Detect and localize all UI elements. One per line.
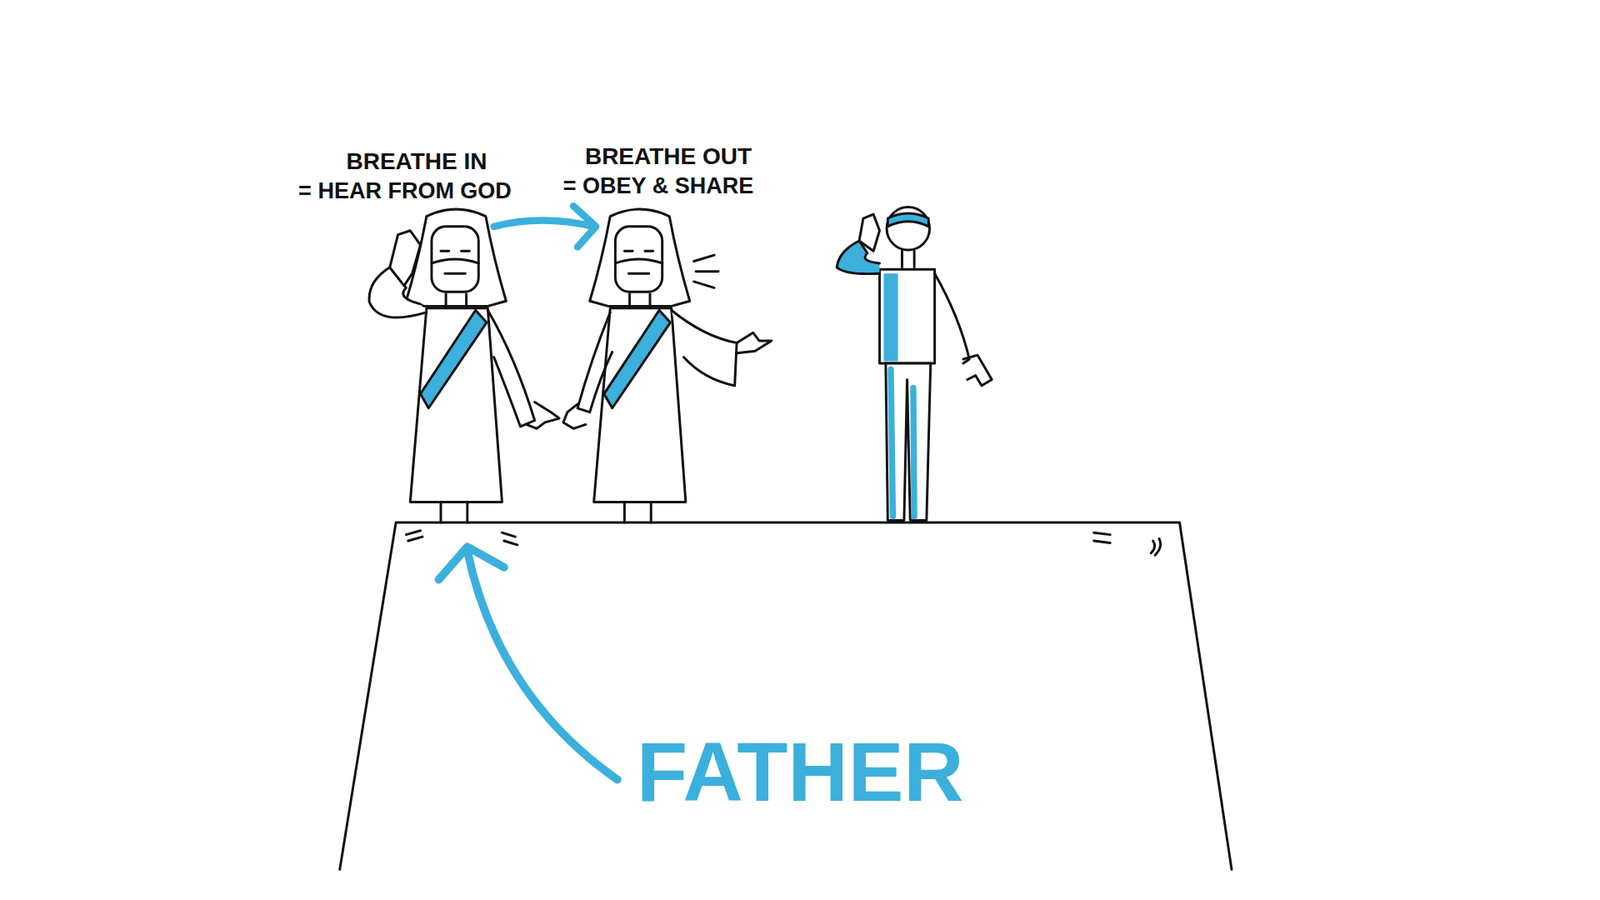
flow-arrow-head xyxy=(573,205,596,247)
caption-label: BREATHE IN xyxy=(345,149,487,175)
caption-label: = OBEY & SHARE xyxy=(563,174,754,200)
tick-marks xyxy=(405,530,1160,555)
man-listening xyxy=(836,207,992,521)
title-label: FATHER xyxy=(636,725,965,818)
pointer-arrow xyxy=(467,550,618,780)
platform xyxy=(340,522,1232,870)
pointer-arrow-head xyxy=(439,546,505,580)
caption-label: = HEAR FROM GOD xyxy=(298,179,512,205)
jesus-speaking xyxy=(563,209,772,523)
jesus-listening xyxy=(369,209,560,523)
flow-arrow xyxy=(494,220,595,226)
caption-label: BREATHE OUT xyxy=(585,144,752,170)
